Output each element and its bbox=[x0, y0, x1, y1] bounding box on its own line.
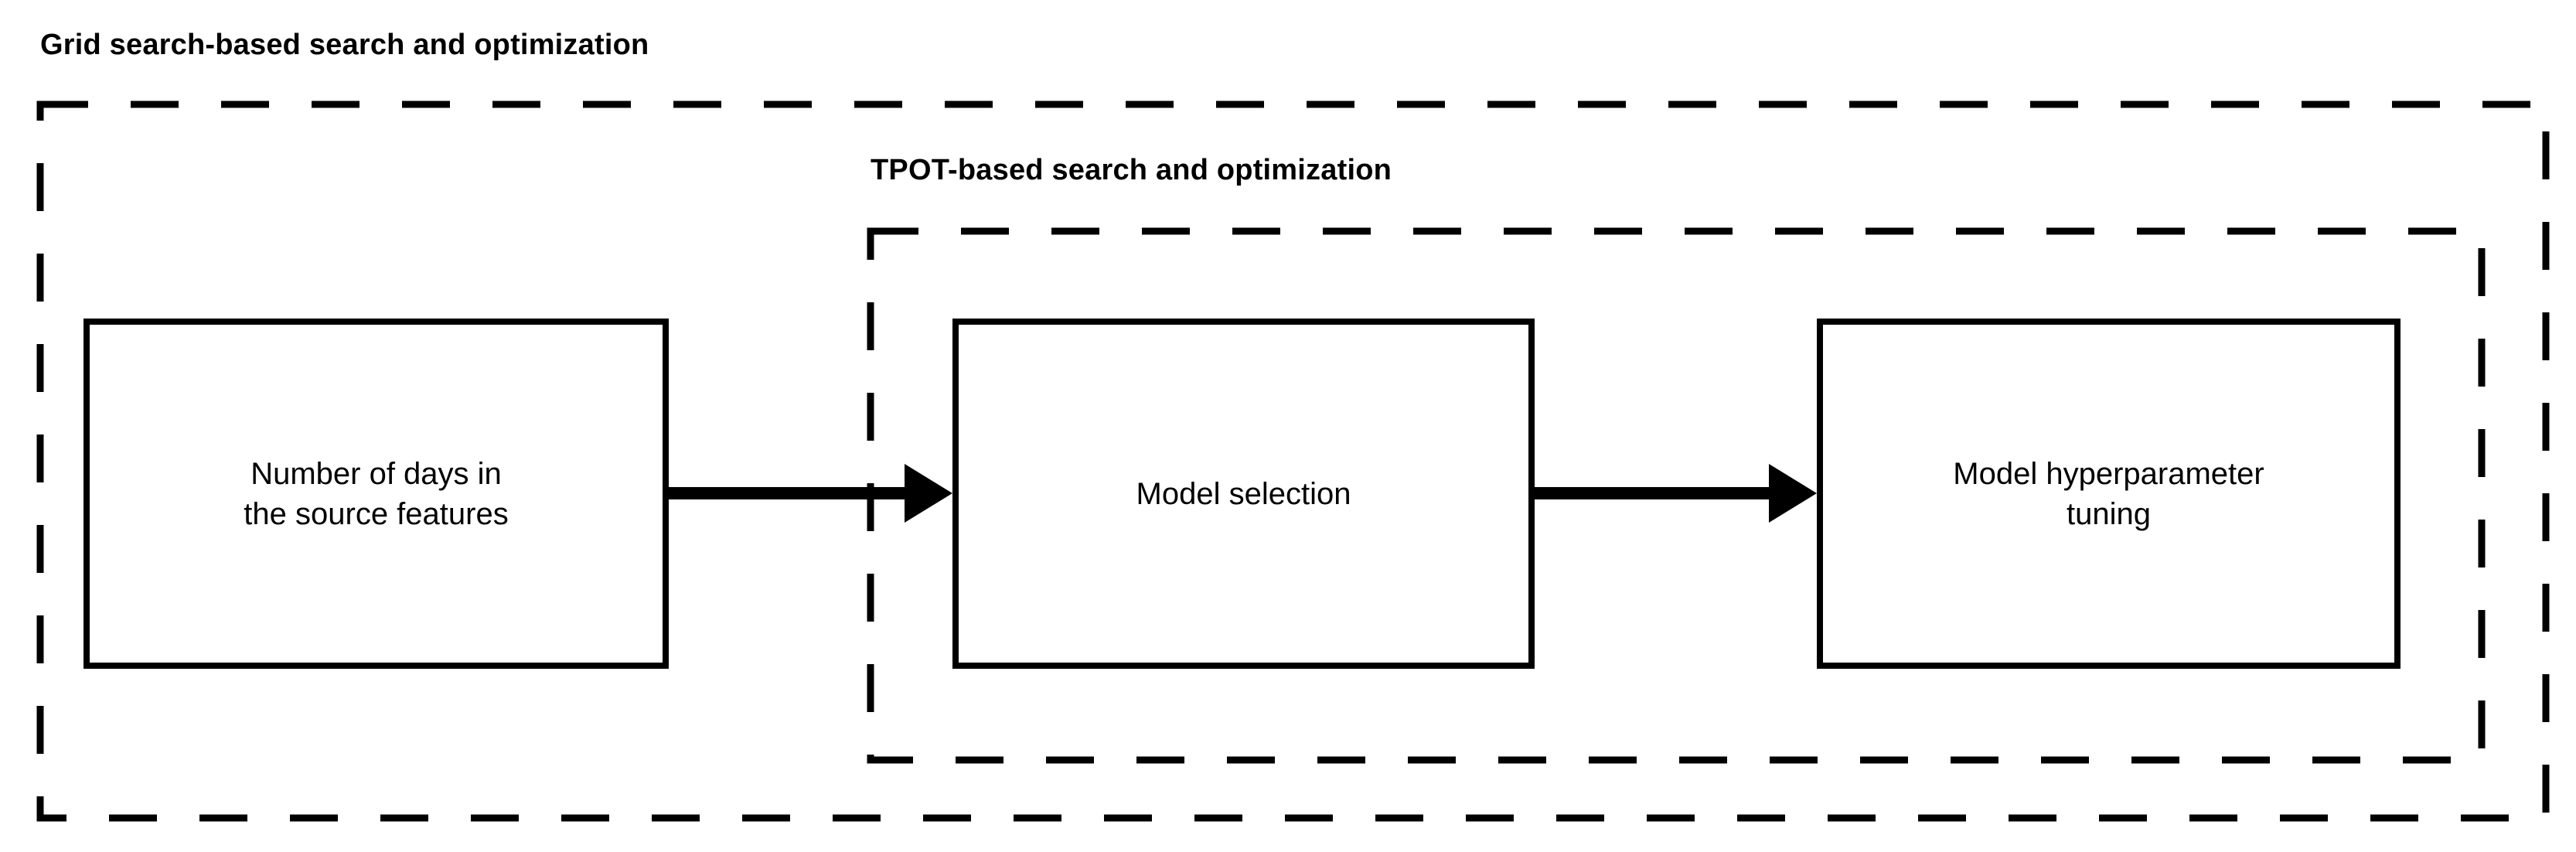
edge-model-selection-to-tuning bbox=[1535, 464, 1817, 523]
node-model-selection-label: Model selection bbox=[1136, 476, 1351, 511]
edge-days-to-model-selection bbox=[669, 464, 952, 523]
tpot-group-label: TPOT-based search and optimization bbox=[871, 154, 1392, 186]
node-number-of-days[interactable]: Number of days in the source features bbox=[83, 319, 669, 669]
node-model-selection[interactable]: Model selection bbox=[952, 319, 1535, 669]
node-model-hyperparameter-tuning[interactable]: Model hyperparameter tuning bbox=[1817, 319, 2401, 669]
grid-search-group-frame bbox=[36, 101, 2550, 822]
node-number-of-days-label: Number of days in the source features bbox=[244, 456, 509, 531]
grid-search-group-label: Grid search-based search and optimizatio… bbox=[40, 29, 649, 61]
node-model-hyperparameter-tuning-label: Model hyperparameter tuning bbox=[1953, 456, 2264, 531]
